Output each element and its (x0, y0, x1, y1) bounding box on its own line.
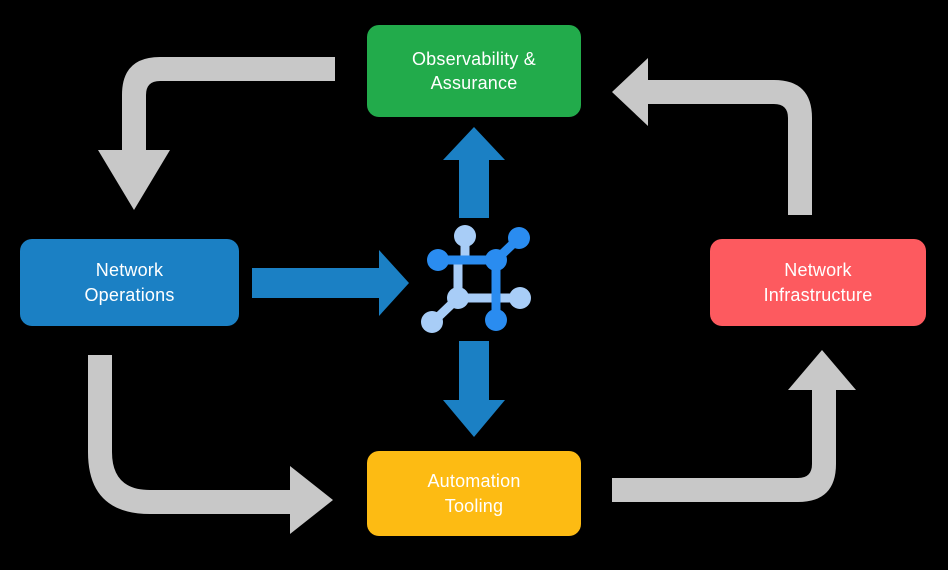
topology-node-bottom (485, 309, 507, 331)
node-network-infrastructure[interactable]: Network Infrastructure (710, 239, 926, 326)
topology-node-top-left (454, 225, 476, 247)
connector-infrastructure-to-observability (612, 58, 812, 215)
node-network-operations[interactable]: Network Operations (20, 239, 239, 326)
connector-operations-to-center (252, 250, 409, 316)
connector-center-to-observability (443, 127, 505, 218)
topology-node-bottom-left (421, 311, 443, 333)
topology-node-hub (485, 249, 507, 271)
node-observability-assurance[interactable]: Observability & Assurance (367, 25, 581, 117)
network-topology-icon-nodes (421, 225, 531, 333)
topology-node-right (509, 287, 531, 309)
connector-operations-to-automation (88, 355, 333, 534)
topology-node-top-right (508, 227, 530, 249)
connector-observability-to-operations (98, 57, 335, 210)
topology-node-mid-left (447, 287, 469, 309)
topology-node-left (427, 249, 449, 271)
connector-automation-to-infrastructure (612, 350, 856, 502)
node-automation-tooling[interactable]: Automation Tooling (367, 451, 581, 536)
connector-center-to-automation (443, 341, 505, 437)
network-topology-icon (421, 225, 531, 333)
